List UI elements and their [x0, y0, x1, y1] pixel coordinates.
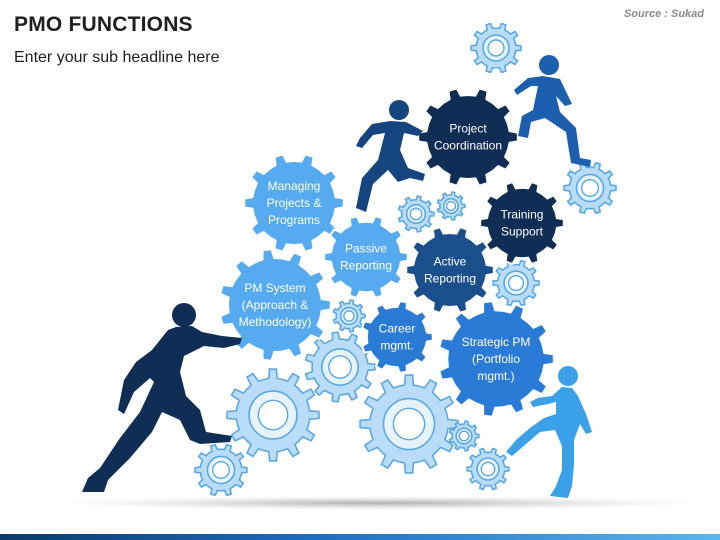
decorative-gear-icon [359, 374, 459, 474]
gear-label-line: Reporting [340, 259, 392, 273]
gear-label-line: Passive [345, 242, 387, 256]
footer-accent-bar [0, 534, 720, 540]
gear-icon [219, 247, 332, 363]
source-note: Source : Sukad [623, 8, 704, 20]
gear-label-line: Project [449, 122, 487, 136]
decorative-gear-icon [436, 191, 466, 221]
gear-career-mgmt: Career mgmt. [360, 299, 434, 375]
page-subtitle: Enter your sub headline here [14, 49, 220, 66]
gear-label-line: Active [434, 255, 467, 269]
gear-label-line: (Portfolio [472, 352, 520, 366]
decorative-gear-icon [304, 331, 376, 403]
person-stepping-icon [514, 55, 591, 167]
gear-label-line: mgmt. [380, 339, 413, 353]
gear-label-line: Methodology) [239, 315, 312, 329]
gear-icon [360, 299, 434, 375]
gear-label-line: PM System [244, 281, 305, 295]
gear-icon [437, 299, 555, 419]
decorative-gear-icon [226, 368, 320, 462]
decorative-gear-icon [332, 299, 366, 333]
gear-icon [417, 87, 519, 187]
decorative-gear-icon [466, 447, 510, 491]
child-climbing-icon [506, 366, 592, 498]
gear-icon [405, 225, 495, 315]
gear-label-line: Support [501, 225, 544, 239]
gear-pm-system: PM System (Approach & Methodology) [219, 247, 332, 363]
decorative-gear-icon [470, 22, 522, 74]
gear-label-line: Training [501, 208, 544, 222]
gear-icon [479, 180, 565, 266]
person-pushing-icon [82, 303, 242, 492]
gear-label-line: Reporting [424, 272, 476, 286]
gear-label-line: Programs [268, 213, 320, 227]
decorative-gear-icon [194, 443, 248, 497]
gear-label-line: Projects & [267, 196, 322, 210]
gear-label-line: Strategic PM [462, 335, 531, 349]
ground-shadow [50, 496, 710, 510]
gear-icon [323, 214, 409, 300]
gear-label-line: Career [379, 322, 416, 336]
decorative-gear-icon [563, 161, 617, 215]
gear-icon [243, 153, 345, 253]
person-climbing-icon [356, 100, 425, 212]
gear-label-line: Managing [268, 179, 321, 193]
page-title: PMO FUNCTIONS [14, 13, 193, 36]
gear-label-line: Coordination [434, 139, 502, 153]
decorative-gears [194, 22, 617, 497]
gear-label-line: (Approach & [242, 298, 309, 312]
decorative-gear-icon [397, 195, 435, 233]
gear-strategic-pm: Strategic PM (Portfolio mgmt.) [437, 299, 555, 419]
decorative-gear-icon [492, 259, 540, 307]
decorative-gear-icon [448, 420, 480, 452]
gear-label-line: mgmt.) [477, 369, 514, 383]
